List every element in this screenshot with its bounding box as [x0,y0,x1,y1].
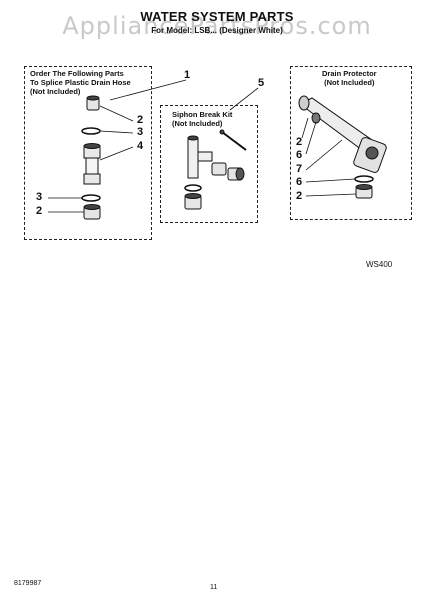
drain-protector-label: Drain Protector (Not Included) [322,69,377,87]
drain-protector-body [298,95,387,173]
callout-5: 5 [258,77,265,89]
drain-adapter [355,184,373,199]
watermark: AppliancePartsPros.com [62,12,372,40]
callout-7: 7 [296,163,303,175]
drain-label-line2: (Not Included) [324,78,375,87]
callout-6b: 6 [296,176,303,188]
callout-3b: 3 [36,191,43,203]
leader-6a [305,121,317,155]
siphon-break-box [160,105,258,223]
siphon-tee [187,135,213,179]
splice-label-line2: To Splice Plastic Drain Hose [30,78,131,87]
leader-7 [305,139,343,171]
adapter-part-bottom [83,204,101,220]
splice-parts-label: Order The Following Parts To Splice Plas… [30,69,131,96]
siphon-break-label: Siphon Break Kit (Not Included) [172,110,232,128]
leader-1 [109,79,187,101]
adapter-part-top [86,95,100,111]
diagram-code: WS400 [366,260,393,269]
leader-3a [99,130,134,134]
callout-2a: 2 [137,114,144,126]
doc-number: 8179987 [14,580,42,587]
splice-label-line3: (Not Included) [30,87,81,96]
callout-2b: 2 [36,205,43,217]
callout-2c: 2 [296,136,303,148]
page-number: 11 [210,584,218,591]
siphon-label-line2: (Not Included) [172,119,223,128]
leader-5 [229,87,259,111]
splice-label-line1: Order The Following Parts [30,69,124,78]
connector-tube [83,143,101,185]
hose-clamp-top [81,127,101,135]
callout-1: 1 [184,69,191,81]
page-title: WATER SYSTEM PARTS [140,9,294,24]
callout-6a: 6 [296,149,303,161]
siphon-rod [219,129,247,151]
siphon-label-line1: Siphon Break Kit [172,110,233,119]
drain-protector-box [290,66,412,220]
leader-4 [99,146,134,161]
callout-4: 4 [137,140,144,152]
model-line: For Model: LSB... (Designer White) [151,26,283,35]
leader-2a [99,105,134,122]
callout-2d: 2 [296,190,303,202]
hose-clamp-bottom [81,194,101,202]
callout-3a: 3 [137,126,144,138]
leader-6b [305,178,356,183]
leader-2c [301,117,309,139]
drain-clamp-top [354,175,374,183]
drain-label-line1: Drain Protector [322,69,377,78]
leader-2d [305,193,357,197]
siphon-clamp [184,184,202,192]
splice-parts-box [24,66,152,240]
siphon-coupling [211,162,245,181]
siphon-adapter [184,193,202,210]
